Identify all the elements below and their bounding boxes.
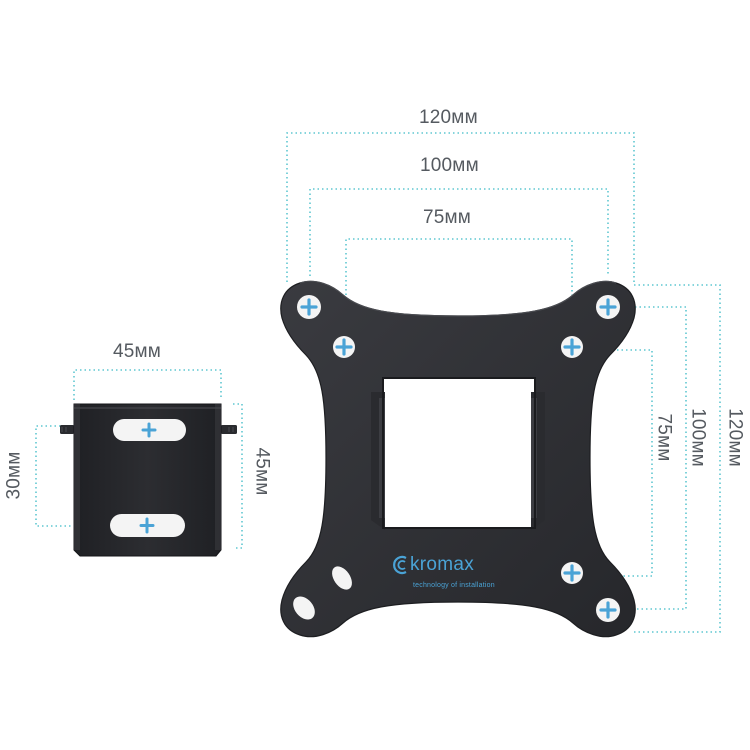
cross-hole-120-bottom-right	[599, 601, 617, 619]
label-plate-width-120: 120мм	[419, 107, 478, 128]
label-plate-height-100: 100мм	[687, 408, 709, 467]
hole-100-bottom-left	[332, 566, 352, 590]
cross-hole-100-top-right	[563, 338, 581, 356]
guide-bracket-height	[233, 403, 243, 549]
cross-hole-100-top-left	[335, 338, 353, 356]
wall-bracket	[60, 403, 237, 557]
bracket-pin-left	[60, 425, 74, 434]
brand-name-text: kromax	[410, 554, 475, 575]
label-bracket-slot-spacing: 30мм	[3, 451, 25, 500]
label-plate-height-75: 75мм	[653, 413, 675, 462]
plate-center-window	[371, 377, 545, 530]
bracket-cross-bottom	[139, 517, 155, 534]
brand-name: kromax	[410, 555, 474, 574]
dimension-guides	[35, 132, 721, 633]
guide-top-100	[309, 188, 609, 276]
brand-tagline-text: technology of installation	[413, 582, 495, 589]
cross-hole-120-top-right	[599, 298, 617, 316]
guide-top-75	[345, 238, 573, 295]
cross-hole-120-top-left	[300, 298, 318, 316]
bracket-cross-top	[141, 422, 157, 438]
label-plate-width-75: 75мм	[423, 207, 472, 228]
label-bracket-height: 45мм	[251, 447, 273, 496]
brand-tagline: technology of installation	[413, 575, 495, 591]
vesa-plate	[280, 280, 636, 638]
hole-120-bottom-left	[293, 596, 315, 620]
guide-right-100	[608, 306, 687, 610]
label-plate-width-100: 100мм	[420, 155, 479, 176]
label-bracket-width: 45мм	[113, 341, 162, 362]
guide-bracket-width	[73, 369, 222, 400]
kromax-logo-icon	[393, 555, 407, 575]
label-plate-height-120: 120мм	[724, 408, 746, 467]
guide-bracket-slots	[35, 425, 74, 527]
cross-hole-100-bottom-right	[563, 564, 581, 582]
